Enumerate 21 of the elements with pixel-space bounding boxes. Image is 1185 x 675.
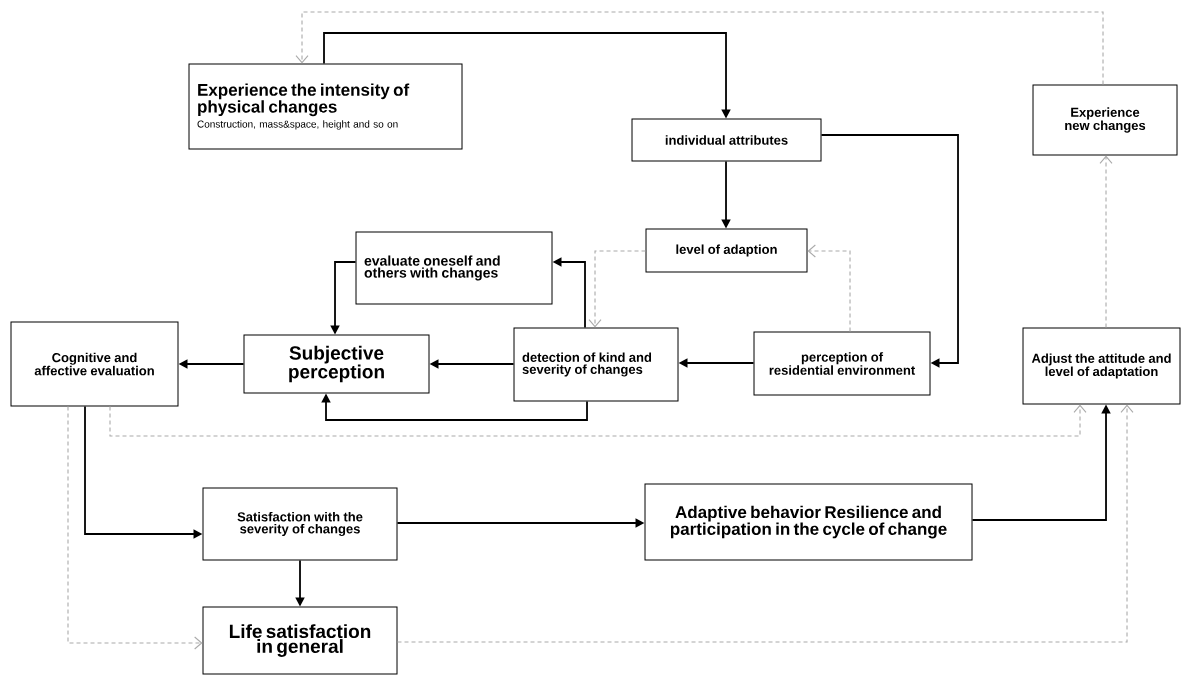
arrow bbox=[820, 134, 959, 368]
process-box: perception of residential environment bbox=[753, 331, 931, 396]
process-box: evaluate oneself and others with changes bbox=[355, 231, 553, 305]
process-box: Experience the intensity of physical changes Construction, mass&space, height and so on bbox=[188, 63, 463, 150]
arrow bbox=[807, 244, 851, 333]
process-box: Adjust the attitude and level of adaptation bbox=[1022, 327, 1181, 405]
arrow bbox=[295, 11, 1104, 86]
process-box: Cognitive and affective evaluation bbox=[10, 321, 179, 407]
process-box: Experience new changes bbox=[1032, 84, 1178, 156]
arrow bbox=[396, 404, 1134, 643]
arrow bbox=[67, 405, 203, 650]
arrow bbox=[109, 404, 1087, 437]
arrow bbox=[1099, 155, 1113, 329]
process-box: individual attributes bbox=[631, 118, 822, 162]
process-box: detection of kind and severity of changes bbox=[513, 327, 679, 402]
process-box: Life satisfaction in general bbox=[202, 606, 398, 675]
process-box: Adaptive behavior Resilience and participation in the cycle of change bbox=[644, 483, 973, 561]
arrow bbox=[588, 250, 647, 328]
process-box: Subjective perception bbox=[243, 334, 430, 394]
process-box: Satisfaction with the severity of changes bbox=[202, 487, 398, 561]
process-box: level of adaption bbox=[645, 228, 808, 273]
